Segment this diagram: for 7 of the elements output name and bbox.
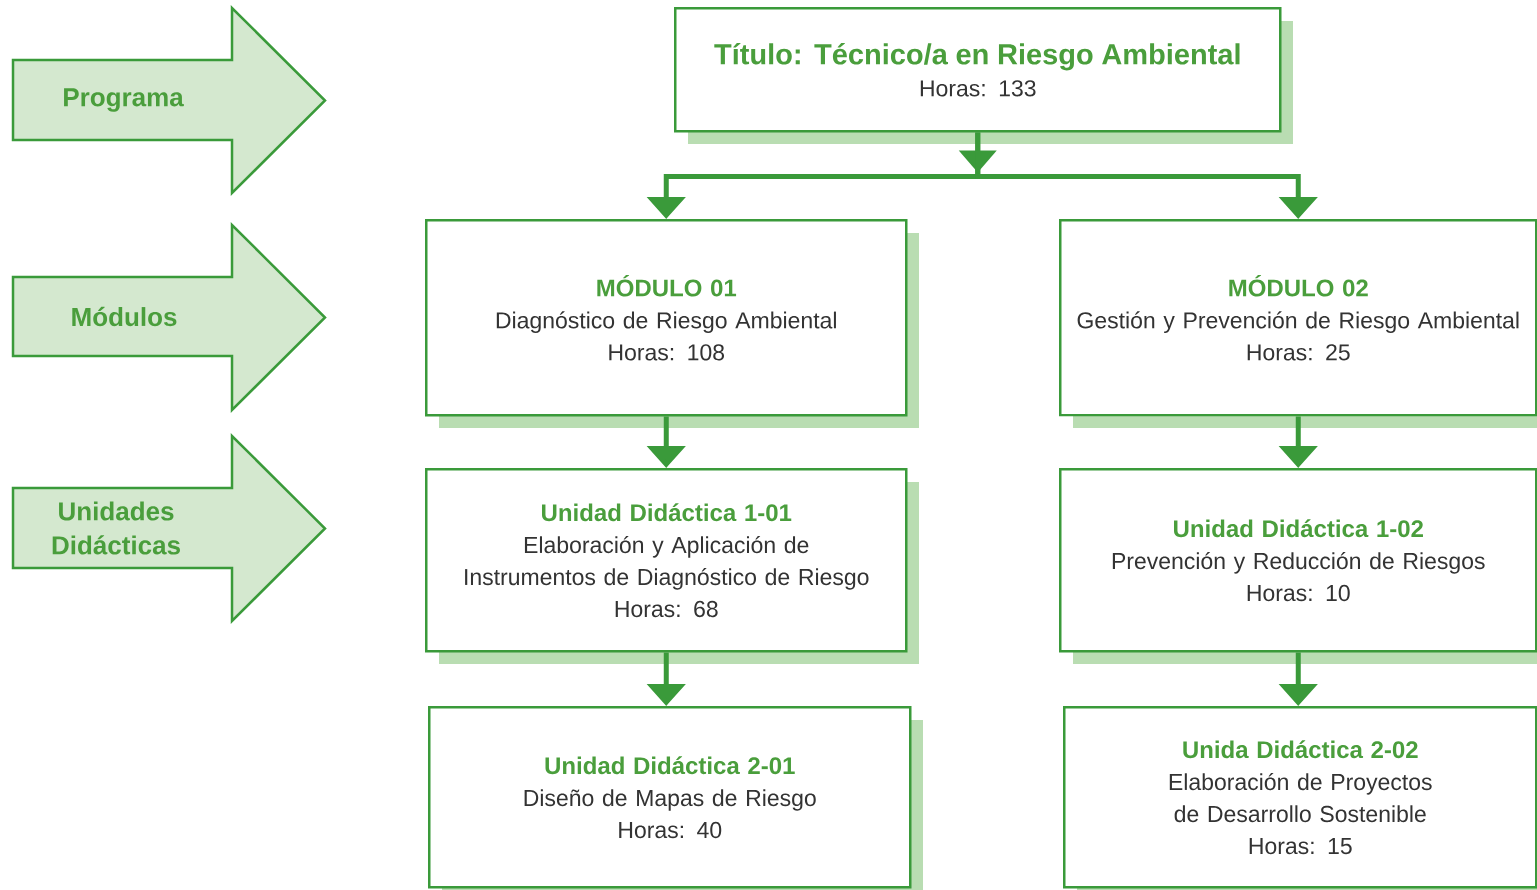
- text-box: Título: Técnico/a en Riesgo Ambiental Horas: 133: [674, 7, 1293, 144]
- text-box: Unidad Didáctica 1-02 Prevención y Reducción de Riesgos Horas: 10: [1059, 468, 1537, 664]
- text-box: Unidad Didáctica 1-01 Elaboración y Aplicación de Instrumentos de Diagnóstico de Riesgo Horas: 68: [425, 468, 919, 664]
- text-box: MÓDULO 01 Diagnóstico de Riesgo Ambiental Horas: 108: [425, 219, 919, 428]
- text-box: Unida Didáctica 2-02 Elaboración de Proyectos de Desarrollo Sostenible Horas: 15: [1063, 706, 1537, 890]
- text-box: MÓDULO 02 Gestión y Prevención de Riesgo Ambiental Horas: 25: [1059, 219, 1537, 428]
- text-box: Unidad Didáctica 2-01 Diseño de Mapas de Riesgo Horas: 40: [428, 706, 923, 890]
